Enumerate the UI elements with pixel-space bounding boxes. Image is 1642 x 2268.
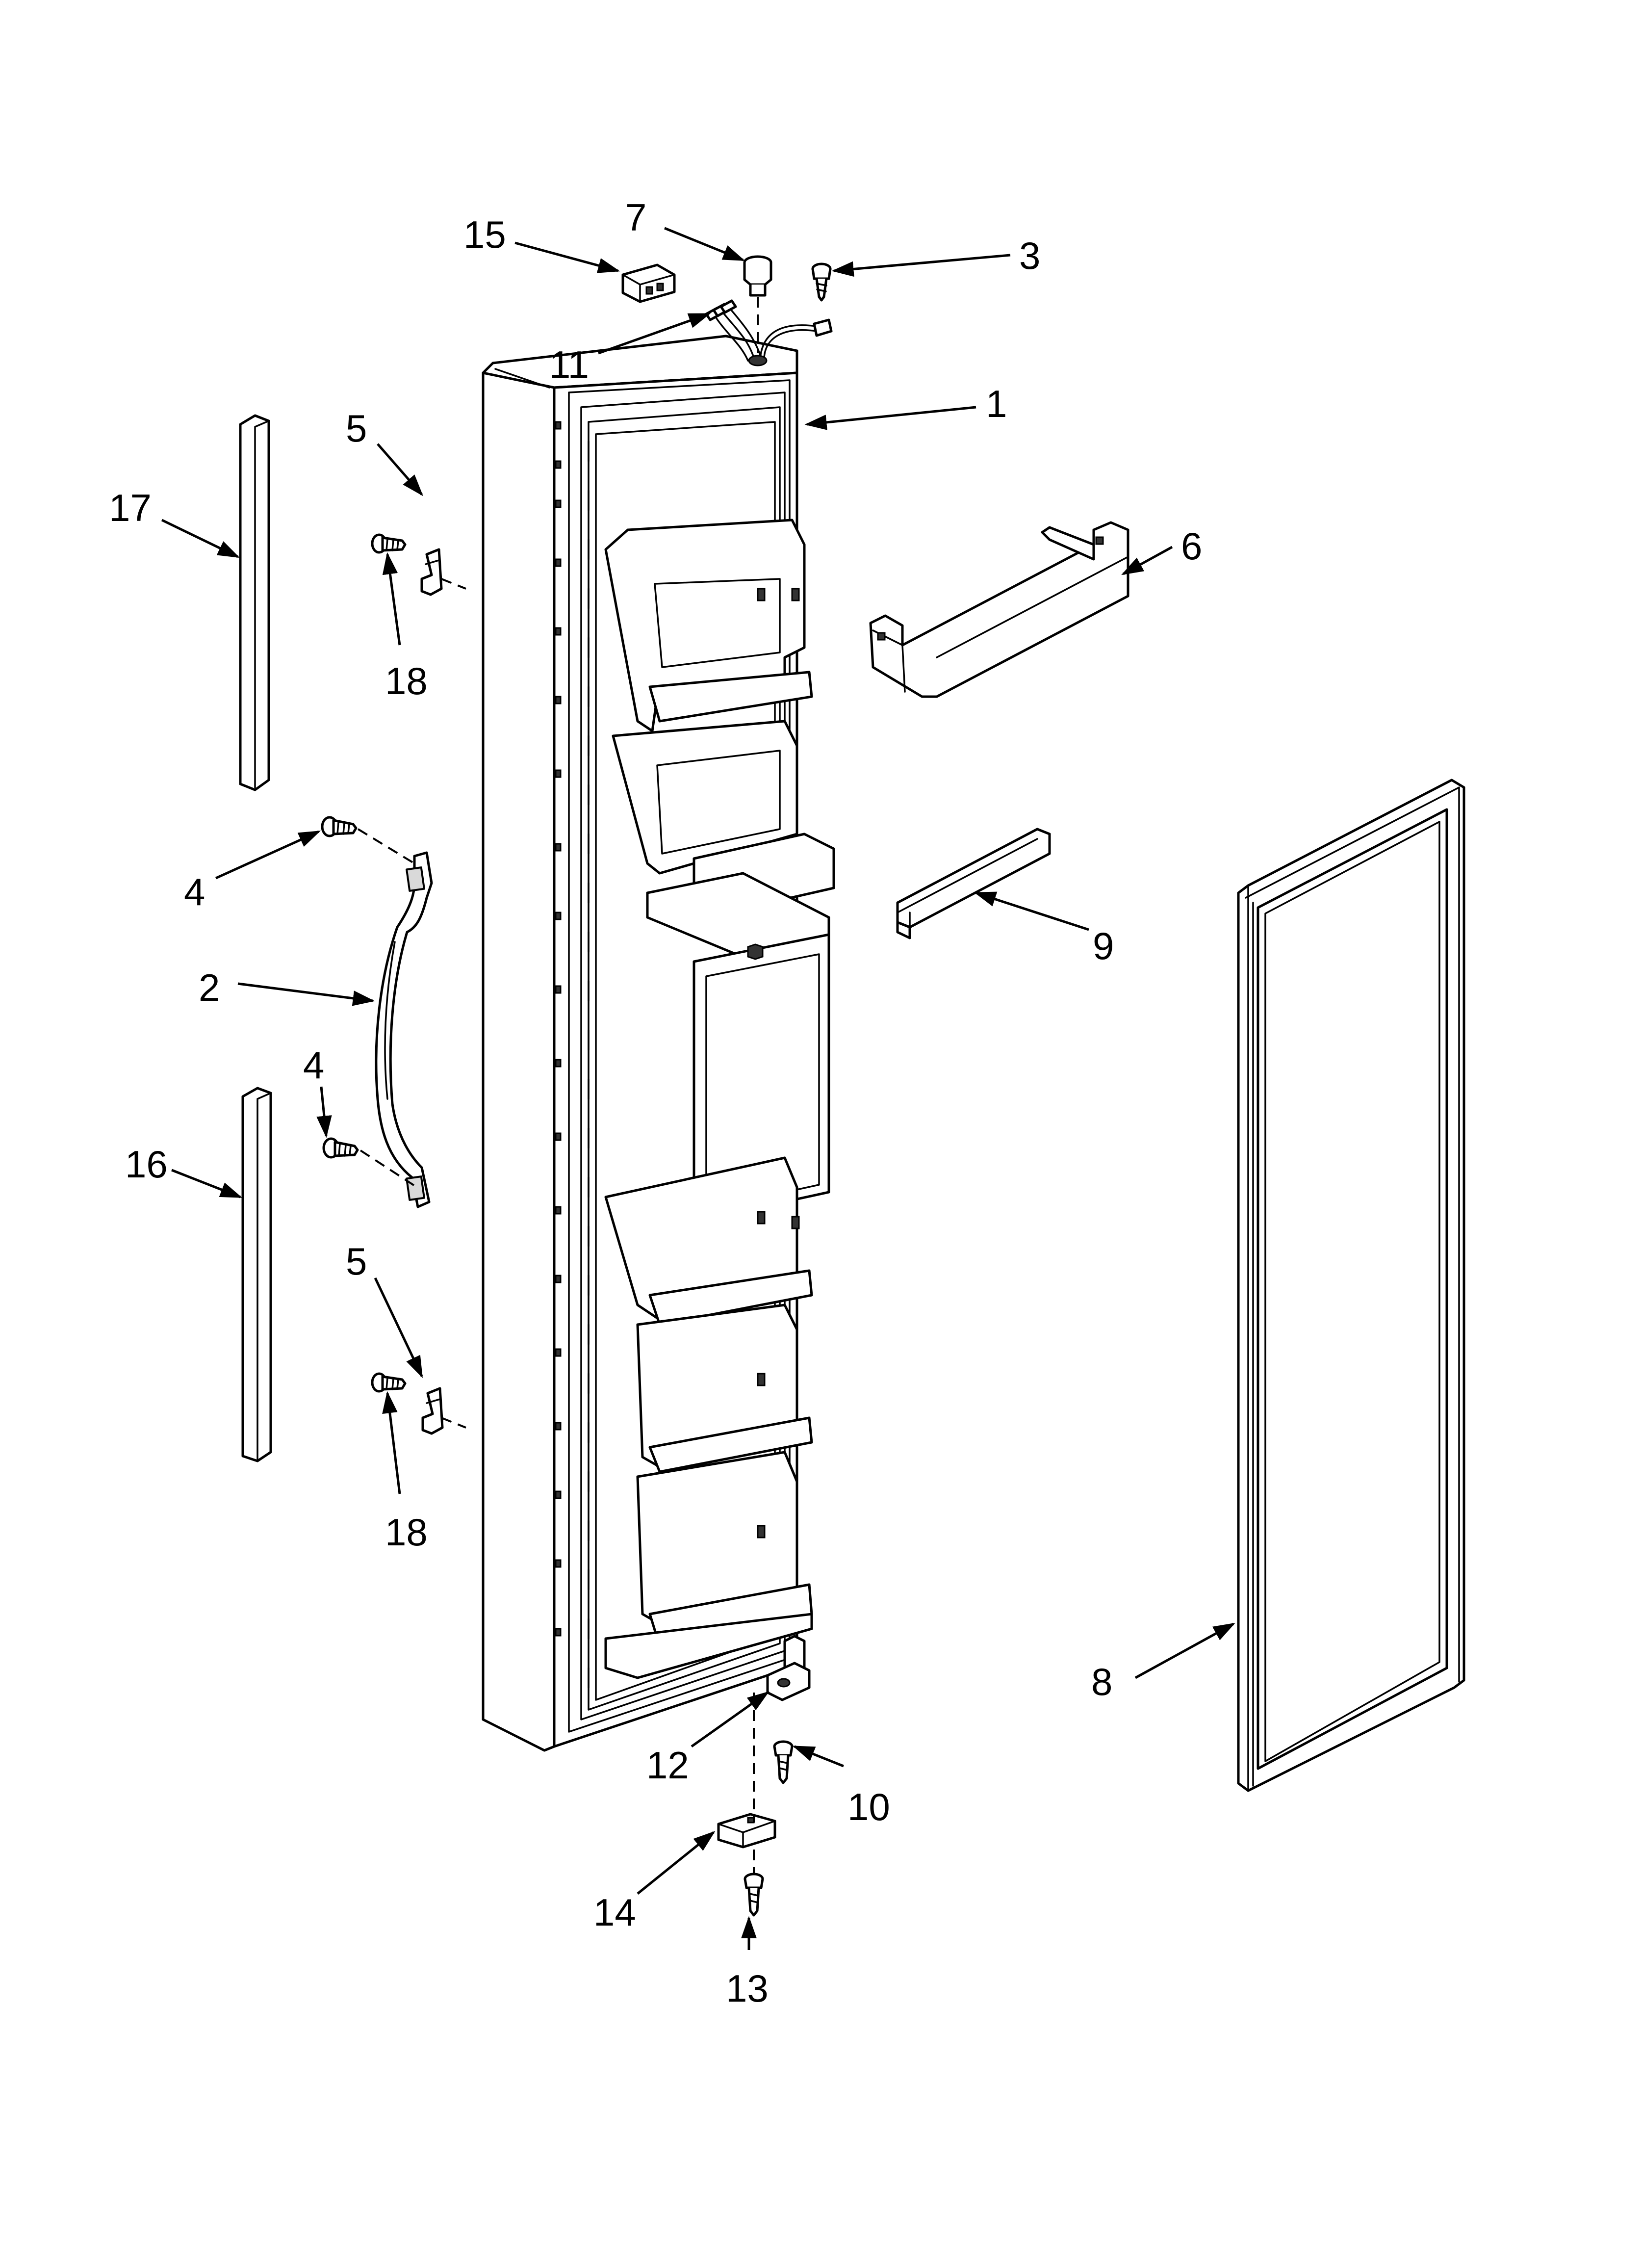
callout-5-upper: 5 xyxy=(346,407,367,450)
callout-14: 14 xyxy=(593,1891,636,1934)
callout-labels: 15 7 3 11 1 5 17 18 6 4 9 2 4 16 5 18 8 … xyxy=(109,196,1202,2010)
callout-9: 9 xyxy=(1093,924,1114,967)
wire-connector xyxy=(621,263,676,303)
upper-handle-clip xyxy=(420,548,443,596)
callout-8: 8 xyxy=(1091,1660,1112,1703)
hinge-screw xyxy=(773,1740,794,1784)
callout-2: 2 xyxy=(199,966,220,1009)
callout-15: 15 xyxy=(463,213,506,256)
callout-6: 6 xyxy=(1181,524,1202,568)
assembly-lines xyxy=(357,297,759,1874)
lower-trim xyxy=(241,1087,272,1462)
door-handle xyxy=(375,851,433,1208)
freezer-door xyxy=(482,335,835,1752)
door-shelf-bin xyxy=(869,521,1129,698)
upper-handle-screw xyxy=(321,816,358,837)
lower-clip-screw xyxy=(371,1372,407,1393)
callout-18-lower: 18 xyxy=(385,1511,428,1554)
hinge-bushing xyxy=(766,1635,811,1701)
callout-7: 7 xyxy=(625,196,646,239)
callout-3: 3 xyxy=(1019,234,1040,277)
shelf-trim xyxy=(896,828,1051,939)
upper-clip-screw xyxy=(371,533,407,554)
door-stop-screw xyxy=(744,1873,764,1917)
callout-5-lower: 5 xyxy=(346,1240,367,1283)
upper-trim xyxy=(239,414,270,791)
callout-10: 10 xyxy=(847,1785,890,1828)
callout-18-upper: 18 xyxy=(385,659,428,703)
callout-11: 11 xyxy=(549,343,589,386)
callout-12: 12 xyxy=(646,1744,689,1787)
lower-handle-clip xyxy=(421,1387,444,1435)
callout-4-upper: 4 xyxy=(184,870,205,913)
plug-button xyxy=(743,255,772,297)
door-gasket xyxy=(1237,779,1465,1792)
callout-16: 16 xyxy=(125,1143,168,1186)
callout-17: 17 xyxy=(109,486,152,529)
ground-screw xyxy=(811,262,832,302)
callout-4-lower: 4 xyxy=(303,1043,324,1087)
leader-arrows xyxy=(161,227,1235,1950)
callout-1: 1 xyxy=(986,382,1007,425)
lower-handle-screw xyxy=(322,1137,359,1159)
callout-13: 13 xyxy=(726,1967,769,2010)
door-stop xyxy=(717,1813,776,1849)
